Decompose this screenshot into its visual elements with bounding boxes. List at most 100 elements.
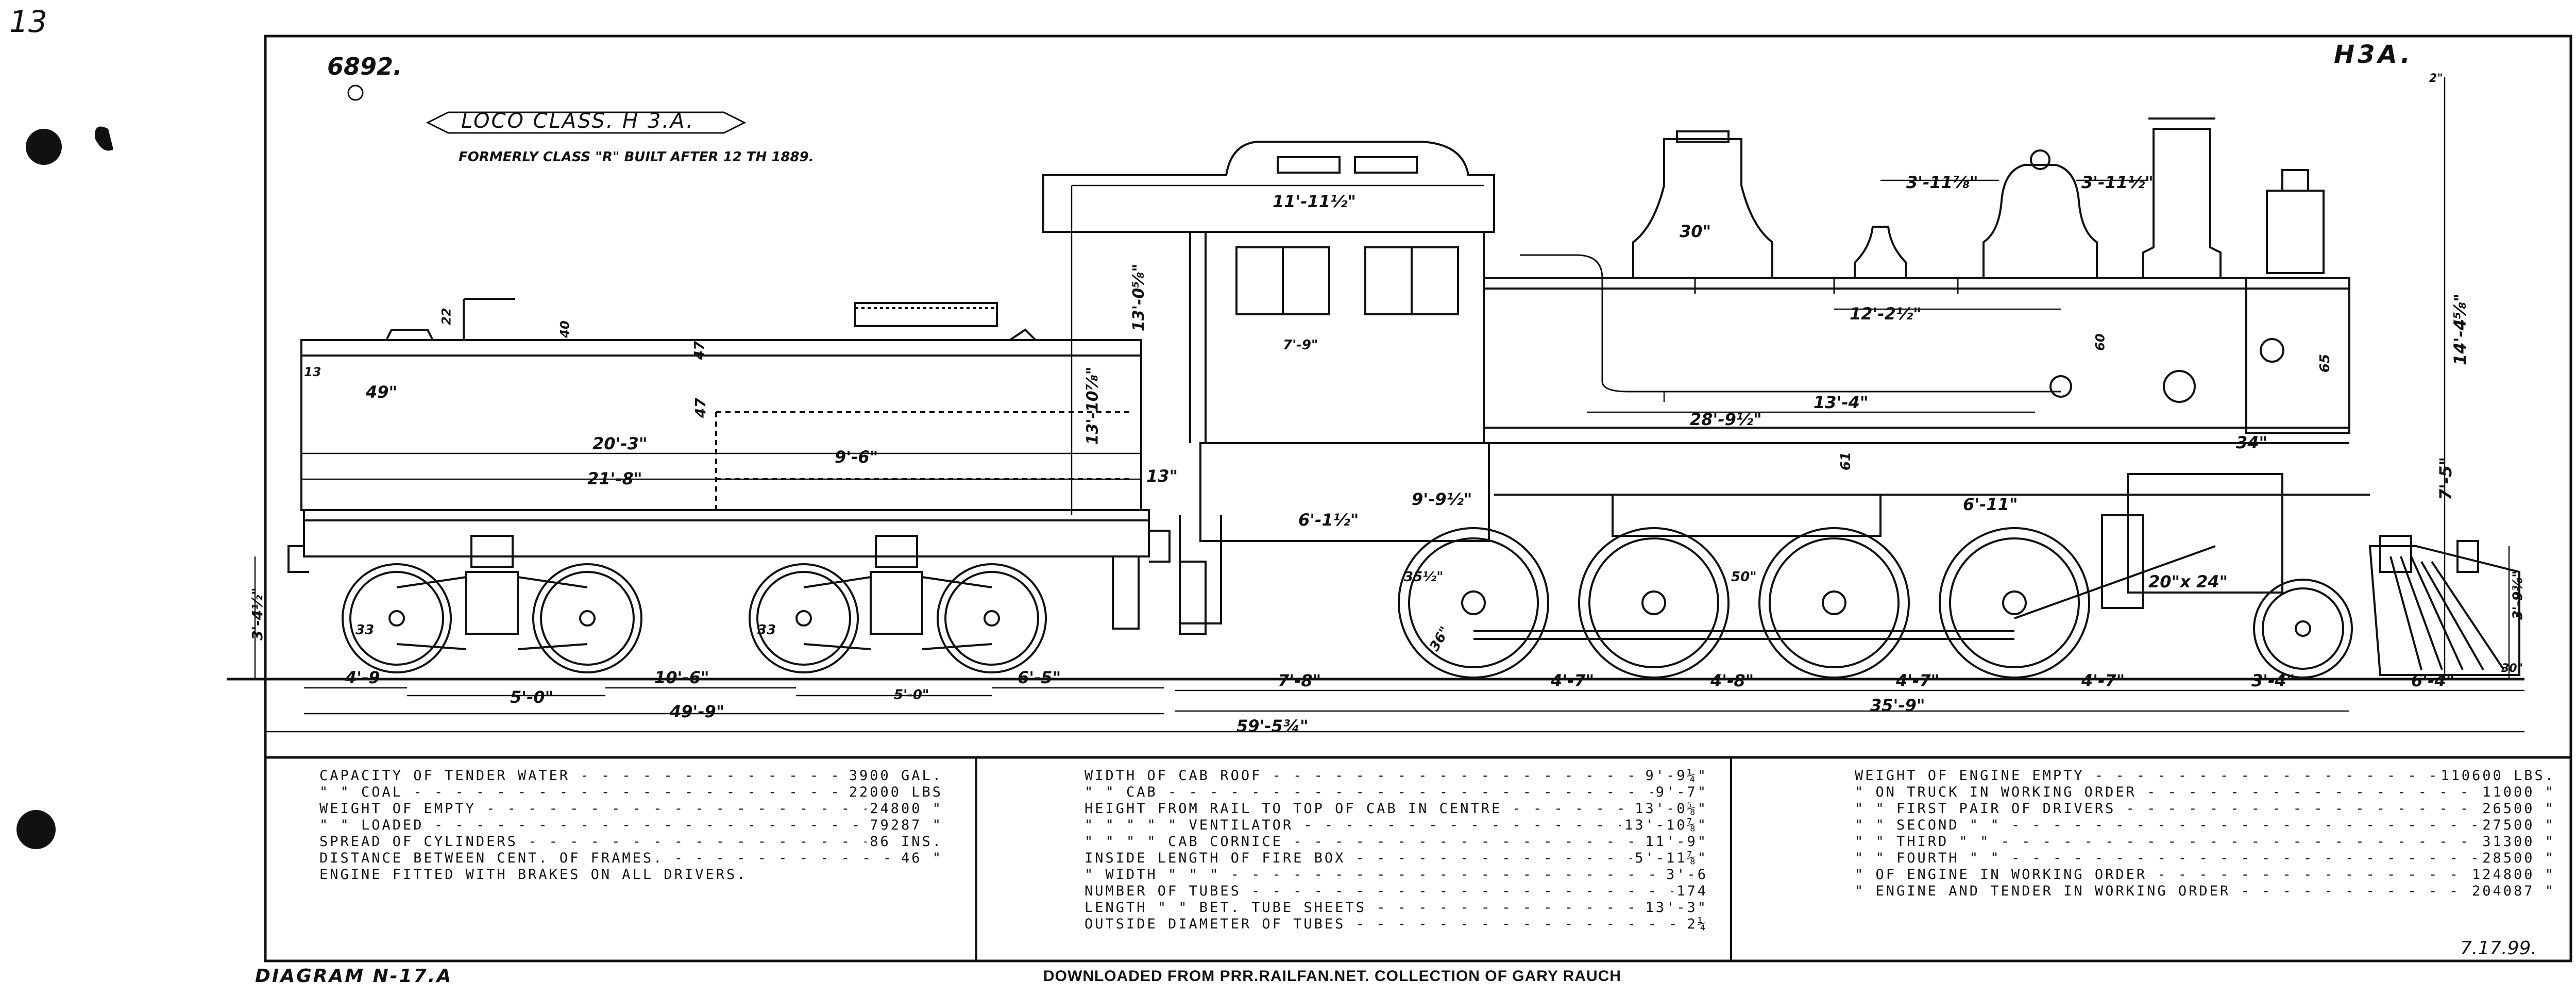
tender-row: DISTANCE BETWEEN CENT. OF FRAMES.46 " [319,850,943,867]
weights-row-value: 27500 " [2482,817,2555,833]
tender-row-label: ENGINE FITTED WITH BRAKES ON ALL DRIVERS… [319,867,748,883]
dim-engine-6-11: 6'-11" [1963,495,2018,514]
dim-height-3-4: 3'-4½" [248,587,266,640]
tender-front-truck [342,535,642,673]
tender-row: SPREAD OF CYLINDERS86 INS. [319,834,943,850]
weights-row-value: 31300 " [2482,834,2555,850]
class-stamp: H3A. [2334,40,2413,69]
cab-row-value: 13'-10⅞" [1624,817,1708,833]
cab-row: " " " " CAB CORNICE11'-9" [1084,834,1708,850]
dim-tender-height: 13'-0⅝" [1129,264,1148,331]
headlight [2266,190,2325,274]
dim-tender-9-6: 9'-6" [835,447,878,467]
cab-row-label: INSIDE LENGTH OF FIRE BOX [1084,850,1632,867]
tender-row: " " LOADED79287 " [319,817,943,834]
dim-wb-4-7a: 4'-7" [1551,671,1595,690]
weights-row-value: 124800 " [2471,867,2555,883]
side-rod [1473,630,2014,640]
boiler [1483,277,2350,429]
dim-wb-6-5: 6'-5" [1018,668,1061,687]
weights-row-label: " " FIRST PAIR OF DRIVERS [1855,801,2479,817]
dim-engine-30: 30" [1680,222,1711,241]
cab-row-value: 13'-3" [1645,900,1708,916]
weight-spec-table: WEIGHT OF ENGINE EMPTY110600 LBS. " ON T… [1855,768,2555,900]
weights-row: WEIGHT OF ENGINE EMPTY110600 LBS. [1855,768,2555,784]
dim-engine-14-4: 14'-4⅝" [2450,293,2470,365]
dim-engine-3-9: 3'-9⅜" [2510,570,2526,620]
dim-engine-35: 35½" [1404,569,1444,585]
weights-row: " ENGINE AND TENDER IN WORKING ORDER2040… [1855,883,2555,900]
drawing-number: 6892. [327,53,402,80]
dim-engine-wb-total: 35'-9" [1870,696,1925,715]
dim-wb-4-7c: 4'-7" [2081,671,2125,690]
drawing-date: 7.17.99. [2460,938,2537,959]
dim-wb-3-4: 3'-4" [2251,671,2295,690]
dim-tender-22: 22 [439,308,454,325]
dim-tender-side: 13'-10⅞" [1083,366,1102,445]
dim-tender-47b: 47 [692,341,708,360]
dim-engine-65: 65 [2317,353,2333,373]
dim-engine-28-9: 28'-9½" [1690,410,1762,429]
weights-row: " " THIRD " "31300 " [1855,834,2555,850]
tender-row: CAPACITY OF TENDER WATER3900 GAL. [319,768,943,784]
weights-row-label: WEIGHT OF ENGINE EMPTY [1855,768,2437,784]
dim-tender-wheel-33b: 33 [757,622,776,638]
cab-row-label: " " " " " VENTILATOR [1084,817,1621,834]
tender-row-value: 86 INS. [870,834,943,850]
title-banner [426,111,747,134]
dim-engine-13-4: 13'-4" [1814,393,1869,412]
cab-row-value: 2¼ [1687,916,1708,932]
dim-engine-7-5: 7'-5" [2436,457,2456,501]
dim-tender-21-8: 21'-8" [587,469,642,488]
cab-spec-table: WIDTH OF CAB ROOF9'-9¼" " " CAB9'-7"HEIG… [1084,768,1708,933]
tender-coal-hatch [854,302,998,327]
punch-hole-top [26,129,62,165]
cab-row: OUTSIDE DIAMETER OF TUBES2¼ [1084,916,1708,933]
dim-tender-wb-total: 49'-9" [670,702,725,721]
cab-row-label: " " CAB [1084,784,1653,801]
weights-row: " " FOURTH " "28500 " [1855,850,2555,867]
weights-row-label: " " THIRD " " [1855,834,2479,850]
weights-row-label: " ON TRUCK IN WORKING ORDER [1855,784,2479,801]
dim-engine-9-9: 9'-9½" [1412,489,1472,509]
tender-row-label: WEIGHT OF EMPTY [319,801,867,817]
tender-row-value: 22000 LBS [849,784,943,800]
tender-row-label: DISTANCE BETWEEN CENT. OF FRAMES. [319,850,898,867]
driving-wheels [1398,527,2090,679]
weights-row: " OF ENGINE IN WORKING ORDER124800 " [1855,867,2555,883]
cab-body [1205,231,1485,444]
dim-tender-47a: 47 [691,398,709,418]
cab-row-label: " " " " CAB CORNICE [1084,834,1642,850]
cab-row-label: NUMBER OF TUBES [1084,883,1673,900]
tender-row-value: 46 " [901,850,943,866]
cab-row-value: 5'-11⅞" [1635,850,1708,866]
drawing-number-circle [347,85,364,101]
footer-credit: DOWNLOADED FROM PRR.RAILFAN.NET. COLLECT… [1043,968,1621,985]
dim-engine-6-1: 6'-1½" [1298,510,1359,530]
dim-engine-3-11b: 3'-11½" [2081,173,2154,192]
smoke-stack [2142,128,2222,278]
dim-wb-7-8: 7'-8" [1278,671,1321,690]
dim-tender-20-3: 20'-3" [592,434,648,453]
cab-row: HEIGHT FROM RAIL TO TOP OF CAB IN CENTRE… [1084,801,1708,817]
cab-row-label: HEIGHT FROM RAIL TO TOP OF CAB IN CENTRE [1084,801,1632,817]
tender-row-value: 24800 " [870,801,943,817]
page-number: 13 [9,4,47,39]
dim-engine-3-11a: 3'-11⅞" [1906,173,1978,192]
weights-row-label: " " FOURTH " " [1855,850,2479,867]
dim-wb-4-8: 4'-8" [1710,671,1754,690]
cylinder [2127,473,2283,594]
cab-roof [1042,141,1495,233]
main-rod [2014,545,2216,619]
dim-engine-50: 50" [1731,569,1757,585]
dim-tender-top: 13" [1146,466,1178,486]
tender-row-label: " " COAL [319,784,846,801]
tender-row: WEIGHT OF EMPTY24800 " [319,801,943,817]
weights-row-label: " OF ENGINE IN WORKING ORDER [1855,867,2469,883]
tender-row: ENGINE FITTED WITH BRAKES ON ALL DRIVERS… [319,867,943,883]
cab-row-label: " WIDTH " " " [1084,867,1663,883]
dim-tender-49: 49" [366,382,398,402]
title: LOCO CLASS. H 3.A. [461,109,694,133]
weights-row-value: 204087 " [2471,883,2555,899]
